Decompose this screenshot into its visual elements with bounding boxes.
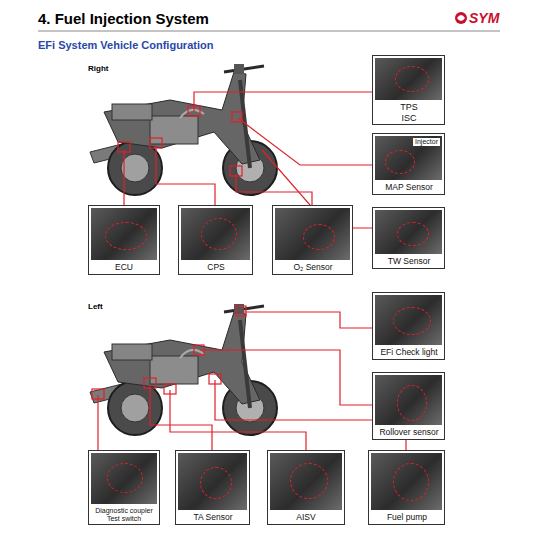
brand-logo: SYM	[469, 10, 499, 26]
component-box: ECU	[88, 205, 160, 275]
highlight-ring	[290, 463, 328, 499]
highlight-ring	[393, 307, 431, 335]
component-box: Diagnostic coupler Test switch	[88, 450, 160, 525]
component-caption: MAP Sensor	[376, 183, 442, 193]
component-caption: AISV	[273, 513, 339, 523]
highlight-ring	[397, 222, 429, 246]
highlight-ring	[107, 463, 143, 493]
section-subtitle: EFi System Vehicle Configuration	[38, 39, 213, 51]
component-box: Rollover sensor	[372, 372, 445, 440]
component-photo	[178, 453, 247, 510]
highlight-ring	[393, 463, 429, 501]
component-caption: Diagnostic coupler Test switch	[91, 507, 157, 523]
highlight-ring	[105, 222, 147, 250]
component-caption: ECU	[91, 263, 157, 273]
component-box: EFi Check light	[372, 292, 445, 360]
component-caption: TA Sensor	[180, 513, 246, 523]
component-photo	[270, 453, 342, 510]
highlight-ring	[200, 467, 232, 499]
component-box: Fuel pump	[368, 450, 445, 525]
component-photo	[375, 375, 442, 425]
component-box: TPS ISC	[372, 55, 445, 125]
page-title: 4. Fuel Injection System	[38, 10, 209, 27]
component-box: InjectorMAP Sensor	[372, 133, 445, 195]
component-photo	[375, 295, 442, 345]
component-box: TA Sensor	[175, 450, 250, 525]
component-photo	[91, 453, 157, 504]
highlight-ring	[303, 224, 335, 250]
component-photo	[371, 453, 442, 510]
highlight-ring	[395, 66, 429, 92]
component-caption: O₂ Sensor	[277, 263, 349, 273]
component-photo	[181, 208, 250, 260]
component-caption: Fuel pump	[374, 513, 440, 523]
view-label: Left	[88, 302, 103, 311]
view-label: Right	[88, 64, 108, 73]
component-caption: Rollover sensor	[376, 428, 442, 438]
component-photo	[375, 210, 442, 254]
component-box: AISV	[267, 450, 345, 525]
component-caption: CPS	[183, 263, 249, 273]
component-box: TW Sensor	[372, 207, 445, 269]
part-tag: Injector	[413, 138, 440, 146]
component-photo	[91, 208, 157, 260]
component-box: CPS	[178, 205, 253, 275]
component-caption: EFi Check light	[376, 348, 442, 358]
component-caption: TW Sensor	[376, 257, 442, 267]
highlight-ring	[385, 150, 415, 174]
component-photo	[275, 208, 350, 260]
highlight-ring	[201, 218, 237, 250]
component-box: O₂ Sensor	[272, 205, 353, 275]
component-photo	[375, 58, 442, 100]
highlight-ring	[397, 385, 427, 421]
component-caption: TPS ISC	[394, 102, 424, 123]
